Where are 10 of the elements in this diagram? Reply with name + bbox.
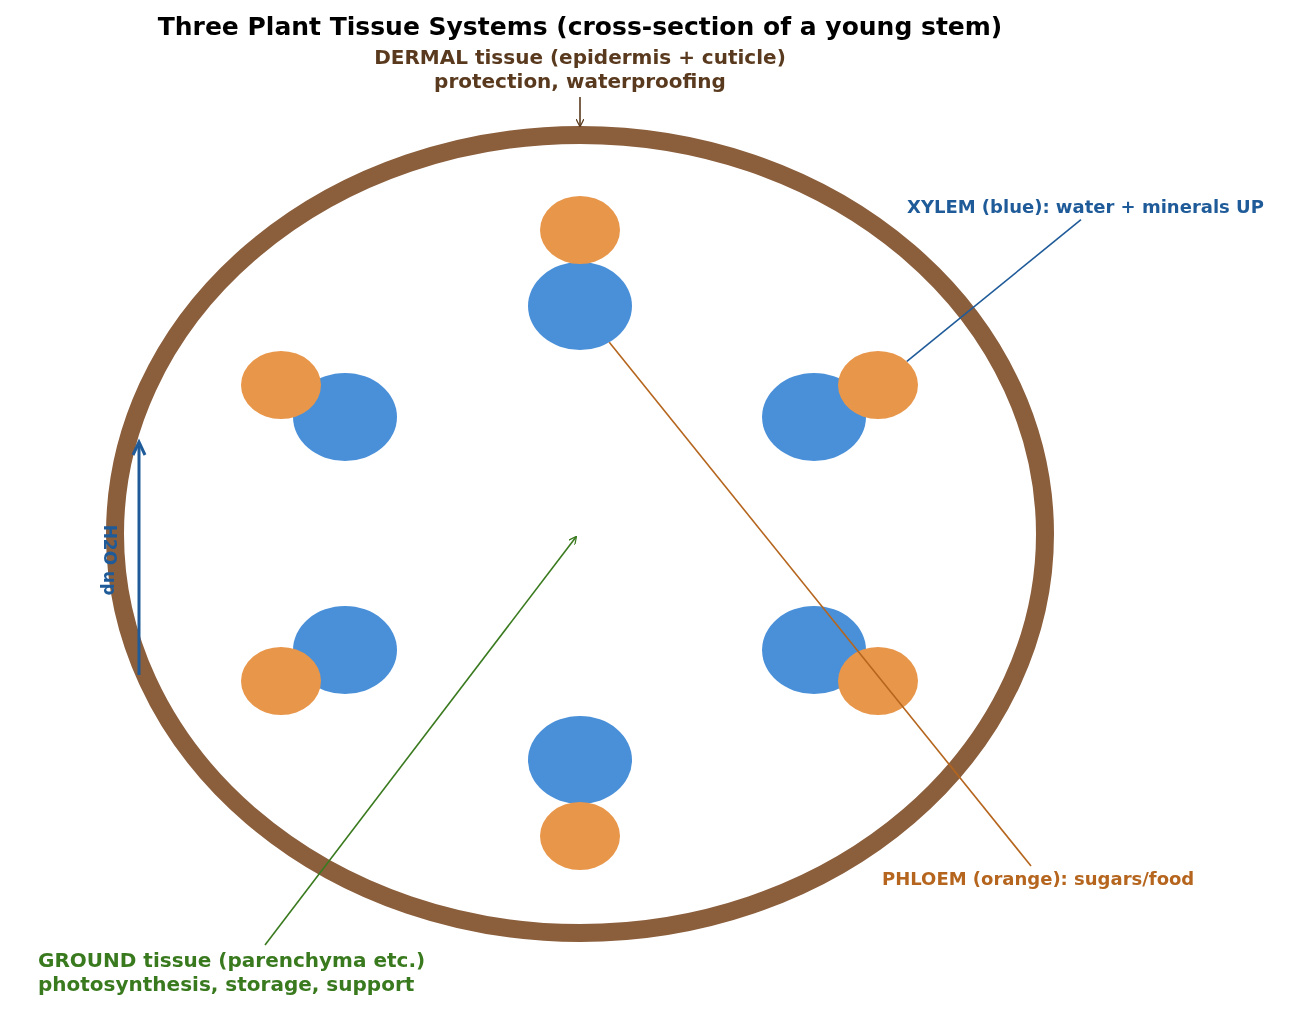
tissue-label: DERMAL tissue (epidermis + cuticle) protection, waterproofing — [330, 45, 830, 93]
arrow — [264, 535, 578, 946]
tissue-label: GROUND tissue (parenchyma etc.) photosynthesis, storage, support — [38, 948, 498, 996]
tissue-label: XYLEM (blue): water + minerals UP — [907, 196, 1307, 218]
direction-label: H2O up — [100, 523, 120, 598]
tissue-label: PHLOEM (orange): sugars/food — [882, 868, 1282, 890]
title: Three Plant Tissue Systems (cross-section of a young stem) — [156, 12, 1004, 41]
arrow — [575, 96, 585, 128]
leader-line — [906, 218, 1082, 363]
leader-line — [608, 341, 1032, 867]
